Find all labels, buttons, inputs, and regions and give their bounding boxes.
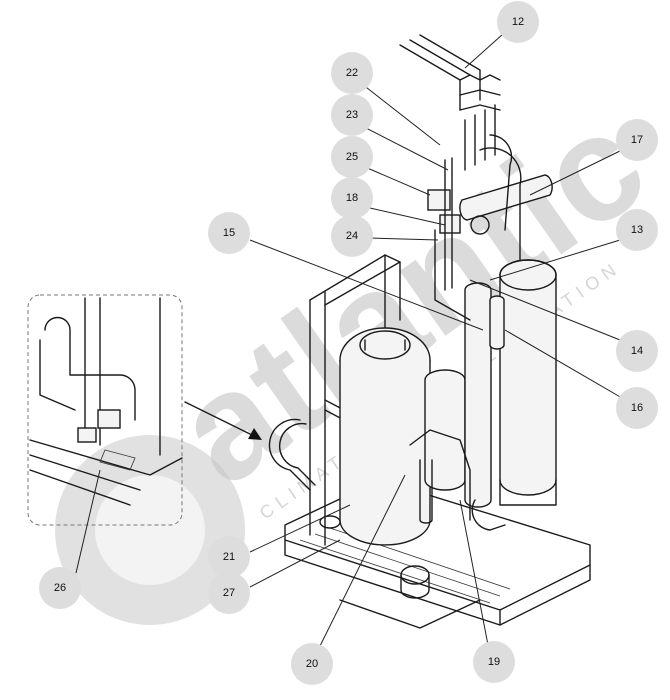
callout-15-label: 15	[223, 227, 235, 239]
filter-cylinders	[424, 282, 505, 508]
callout-21: 21	[208, 536, 250, 578]
callout-13: 13	[616, 209, 658, 251]
callout-19-label: 19	[488, 656, 500, 668]
callout-18: 18	[331, 177, 373, 219]
callout-27: 27	[208, 572, 250, 614]
inset-detail	[27, 294, 183, 526]
callout-24: 24	[331, 215, 373, 257]
callout-16-label: 16	[631, 402, 643, 414]
callout-23: 23	[331, 94, 373, 136]
inset-arrow	[184, 401, 262, 440]
callout-27-label: 27	[223, 587, 235, 599]
piping	[268, 157, 506, 531]
callout-21-label: 21	[223, 551, 235, 563]
callout-15: 15	[208, 212, 250, 254]
callout-17: 17	[616, 119, 658, 161]
receiver-tank	[499, 259, 557, 506]
callout-12-label: 12	[512, 16, 524, 28]
callout-12: 12	[497, 1, 539, 43]
callout-25-label: 25	[346, 151, 358, 163]
callout-13-label: 13	[631, 224, 643, 236]
callout-14-label: 14	[631, 345, 643, 357]
callout-16: 16	[616, 387, 658, 429]
callout-24-label: 24	[346, 230, 358, 242]
callout-20-label: 20	[306, 658, 318, 670]
callout-18-label: 18	[346, 192, 358, 204]
callout-22-label: 22	[346, 67, 358, 79]
callout-26-label: 26	[54, 582, 66, 594]
callout-23-label: 23	[346, 109, 358, 121]
leader-lines	[75, 33, 623, 651]
callout-20: 20	[291, 643, 333, 685]
callout-25: 25	[331, 136, 373, 178]
callout-26: 26	[39, 567, 81, 609]
compressor	[319, 327, 431, 599]
base-tray	[284, 479, 591, 629]
coil-headers	[399, 34, 522, 261]
callout-22: 22	[331, 52, 373, 94]
callout-14: 14	[616, 330, 658, 372]
callout-19: 19	[473, 641, 515, 683]
callouts: 12 22 23 25 17 18 24 15	[39, 1, 658, 685]
callout-17-label: 17	[631, 134, 643, 146]
